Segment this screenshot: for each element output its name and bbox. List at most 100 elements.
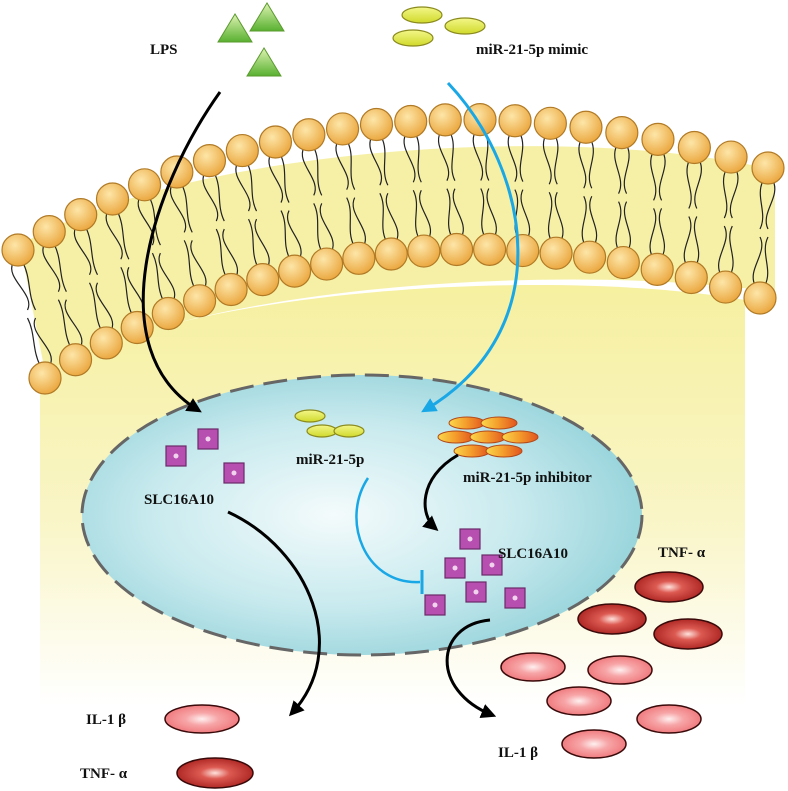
lipid-head-icon <box>498 104 532 138</box>
lipid-tail <box>116 211 130 260</box>
lipid-head-icon <box>743 281 777 315</box>
lipid-tail <box>352 197 366 246</box>
lipid-tail <box>379 192 387 242</box>
lipid-tail <box>764 236 769 286</box>
lipid-tail <box>286 210 302 259</box>
lipid-tail <box>181 184 193 233</box>
inhibitor-ellipse-icon <box>501 430 539 444</box>
lipid-tail <box>722 169 728 219</box>
lipid-tail <box>319 203 334 252</box>
inhibitor-ellipse-icon <box>448 416 486 430</box>
lipid-tail <box>137 197 155 246</box>
lipid-head-icon <box>674 260 708 295</box>
lipid-head-icon <box>310 247 344 281</box>
inhibitor-ellipse-icon <box>485 444 523 458</box>
lipid-tail <box>22 262 37 311</box>
lipid-tail <box>615 201 622 251</box>
lipid-head-icon <box>440 232 474 267</box>
lipid-tail <box>254 218 270 268</box>
tnf-ellipses-right <box>577 571 723 650</box>
slc-left-label: SLC16A10 <box>144 492 214 508</box>
inhibitor-ellipse-icon <box>453 444 491 458</box>
lipid-head-icon <box>32 215 66 249</box>
lipid-head-icon <box>292 118 326 152</box>
mimic-ellipse-icon <box>392 29 434 47</box>
il1b-left-label: IL-1 β <box>86 712 126 728</box>
lipid-tail <box>88 282 102 331</box>
il1b-ellipse-icon <box>546 686 612 716</box>
lipid-tail <box>385 192 399 242</box>
lipid-head-icon <box>359 107 394 142</box>
lipid-tail <box>658 151 666 201</box>
lipid-tail <box>190 240 207 289</box>
inhibitor-ellipse-icon <box>480 416 518 430</box>
lipid-head-icon <box>277 254 312 288</box>
lipid-tail <box>437 132 450 181</box>
il1b-ellipse-icon <box>500 652 566 682</box>
lipid-tail <box>452 188 464 237</box>
lipid-tail <box>449 132 456 181</box>
lipid-tail <box>588 139 594 189</box>
slc-right-label: SLC16A10 <box>498 546 568 562</box>
lipid-tail <box>412 189 420 239</box>
lipid-head-icon <box>214 272 248 307</box>
lipid-tail <box>33 317 52 366</box>
tnf-ellipse-icon <box>176 757 254 789</box>
lipid-tail <box>729 169 739 219</box>
lipid-tail <box>623 201 631 251</box>
lipid-tail <box>57 299 72 348</box>
lipid-tail <box>313 203 323 252</box>
mir-ellipse-icon <box>333 424 365 438</box>
lipid-head-icon <box>58 343 93 377</box>
lipid-tail <box>472 132 484 181</box>
lipid-tail <box>683 216 692 265</box>
lipid-tail <box>53 244 67 292</box>
lipid-tail <box>215 228 227 278</box>
lipid-head-icon <box>182 284 217 318</box>
mimic-arrow <box>421 81 520 413</box>
inhibitor-arrow <box>422 453 459 531</box>
lipid-tail <box>658 208 665 257</box>
lipid-tail <box>222 228 239 278</box>
lipid-tail <box>246 163 258 212</box>
lipid-tail <box>202 173 219 222</box>
mimic-ellipses <box>392 6 486 47</box>
inhibitor-ellipses <box>437 416 539 458</box>
lipid-head-icon <box>325 112 360 146</box>
lipid-tail <box>581 195 587 245</box>
mimic-ellipse-icon <box>401 6 443 24</box>
lipid-tail <box>380 137 389 186</box>
lipid-tail <box>369 137 383 186</box>
lipid-tail <box>507 133 518 182</box>
il1b-ellipse-icon <box>164 704 240 734</box>
lipid-tail <box>547 191 553 241</box>
lipid-tail <box>446 188 453 237</box>
lipid-tail <box>268 154 284 203</box>
lipid-head-icon <box>407 234 441 268</box>
il1b-ellipse-icon <box>561 729 627 759</box>
lipid-head-icon <box>192 143 227 178</box>
lipid-head-icon <box>428 103 462 137</box>
lipid-tail <box>752 236 763 286</box>
slc-square-dots <box>173 436 518 608</box>
lipid-head-icon <box>677 130 711 165</box>
lipid-tails <box>11 132 776 366</box>
lipid-tail <box>313 147 323 196</box>
lipid-tail <box>301 147 316 196</box>
lipid-head-icon <box>95 182 130 216</box>
mir-inhibition-line <box>355 477 421 584</box>
lipid-head-icon <box>606 245 640 280</box>
lipid-tail <box>158 252 176 301</box>
lps-triangle-icon <box>249 2 285 32</box>
tnf-ellipse-icon <box>634 571 704 603</box>
lipid-head-icon <box>1 233 35 267</box>
lipid-tail <box>279 154 290 203</box>
lipid-tail <box>614 145 622 194</box>
lipid-tail <box>169 184 187 233</box>
lipid-tail <box>235 163 251 212</box>
lipid-tail <box>42 244 61 292</box>
inhibitor-label: miR-21-5p inhibitor <box>463 470 592 486</box>
lipid-head-icon <box>374 237 408 271</box>
lipid-head-icon <box>539 236 573 270</box>
